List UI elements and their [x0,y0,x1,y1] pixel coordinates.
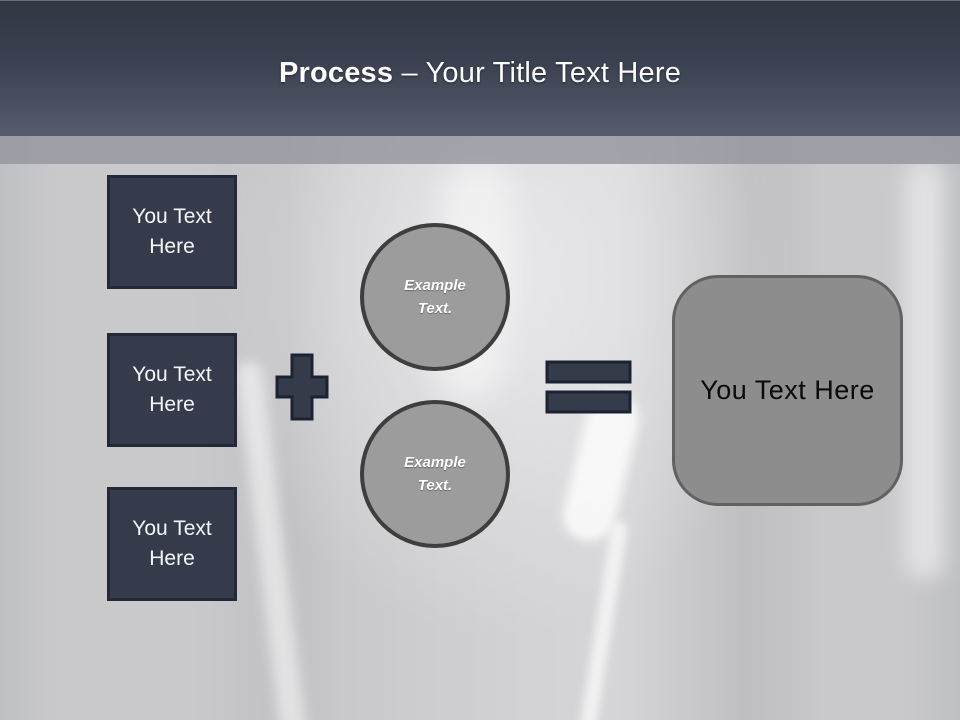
slide-title: Process – Your Title Text Here [279,57,681,90]
process-input-box-1-label: You Text Here [132,204,212,258]
title-dash: – [393,57,426,89]
result-box-label: You Text Here [700,375,875,405]
process-input-box-1[interactable]: You Text Here [107,175,237,289]
background-sleeve-highlight [579,520,629,720]
background-edge-highlight [905,160,945,580]
example-circle-top[interactable]: Example Text. [360,223,510,371]
equals-icon [545,360,633,415]
example-circle-bottom-label: Example Text. [404,453,466,494]
process-input-box-2[interactable]: You Text Here [107,333,237,447]
example-circle-top-label: Example Text. [404,276,466,317]
title-keyword: Process [278,57,394,89]
result-box[interactable]: You Text Here [672,275,903,506]
header-accent-strip [0,136,960,164]
slide-header: Process – Your Title Text Here [0,0,960,136]
process-input-box-3-label: You Text Here [132,516,212,570]
title-text: Your Title Text Here [425,57,682,89]
example-circle-bottom[interactable]: Example Text. [360,400,510,548]
process-input-box-3[interactable]: You Text Here [107,487,237,601]
plus-icon [275,353,329,421]
process-input-box-2-label: You Text Here [132,362,212,416]
